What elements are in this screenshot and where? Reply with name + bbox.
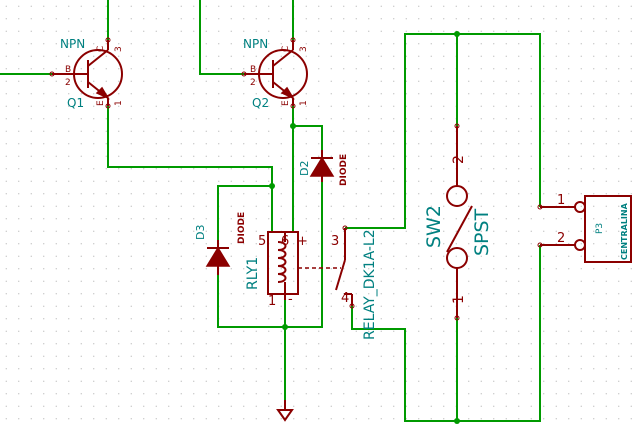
sw2-lever-icon bbox=[446, 205, 473, 253]
rly1-minus-label: - bbox=[288, 292, 293, 307]
q2-pin-e-letter: E bbox=[281, 100, 291, 106]
pin-endpoint bbox=[454, 315, 460, 321]
wire-p3-pin2[interactable] bbox=[457, 245, 541, 422]
q2-collector-lead bbox=[272, 49, 294, 67]
wire-d2-bottom[interactable] bbox=[217, 182, 323, 328]
rly1-value-label: RELAY_DK1A-L2 bbox=[362, 229, 378, 340]
q1-pin-e-letter: E bbox=[96, 100, 106, 106]
diode-d3[interactable]: D3 DIODE bbox=[194, 212, 247, 275]
pin-endpoint bbox=[454, 123, 460, 129]
relay-rly1[interactable]: 5 6 + 1 - 3 4 RLY1 RELAY_DK1A-L2 bbox=[245, 225, 378, 340]
wire-p3-pin1[interactable] bbox=[457, 33, 541, 207]
q1-pin-b-number: 2 bbox=[65, 78, 71, 88]
rly1-plus-label: + bbox=[297, 234, 308, 249]
p3-pin2-socket-icon bbox=[574, 239, 586, 251]
rly1-pin1-label: 1 bbox=[268, 294, 276, 309]
wire-d3-top[interactable] bbox=[217, 185, 273, 240]
rly1-pin6-label: 6 bbox=[281, 234, 289, 249]
wire-relay-pin4[interactable] bbox=[351, 306, 457, 422]
pin-endpoint bbox=[241, 71, 247, 77]
sw2-pin1-label: 1 bbox=[451, 295, 467, 304]
pin-endpoint bbox=[105, 103, 111, 109]
q1-pin-b-letter: B bbox=[65, 65, 71, 75]
sw2-value-label: SPST bbox=[471, 208, 493, 256]
junctions bbox=[269, 31, 460, 424]
rly1-pin3-label: 3 bbox=[331, 234, 339, 249]
q2-pin-c-letter: C bbox=[281, 46, 291, 52]
q2-type-label: NPN bbox=[243, 37, 268, 51]
d3-value-label: DIODE bbox=[237, 212, 247, 244]
sw2-terminal-top bbox=[446, 185, 468, 207]
sw2-ref-label: SW2 bbox=[423, 205, 445, 248]
pin-endpoint bbox=[537, 242, 543, 248]
transistor-q1[interactable]: NPN Q1 B 2 C 3 E 1 bbox=[49, 37, 124, 110]
d3-ref-label: D3 bbox=[194, 225, 207, 240]
junction-dot bbox=[454, 31, 460, 37]
p3-pin1-label: 1 bbox=[557, 193, 565, 208]
junction-dot bbox=[282, 324, 288, 330]
wire-q2-base[interactable] bbox=[199, 0, 244, 75]
d2-ref-label: D2 bbox=[298, 161, 311, 176]
q1-pin-c-letter: C bbox=[96, 46, 106, 52]
p3-ref-label: P3 bbox=[595, 223, 605, 234]
wire-d2-top[interactable] bbox=[293, 125, 323, 150]
d2-value-label: DIODE bbox=[339, 154, 349, 186]
q1-emitter-arrow-icon bbox=[95, 86, 110, 100]
ground-symbol bbox=[276, 400, 294, 422]
pin-endpoint bbox=[342, 225, 348, 231]
junction-dot bbox=[269, 183, 275, 189]
pin-endpoint bbox=[290, 37, 296, 43]
sw2-pin2-label: 2 bbox=[451, 155, 467, 164]
rly1-coil-box bbox=[267, 231, 299, 295]
q1-pin-c-number: 3 bbox=[114, 46, 124, 52]
diode-d2[interactable]: D2 DIODE bbox=[298, 150, 349, 186]
junction-dot bbox=[290, 123, 296, 129]
pin-endpoint bbox=[537, 204, 543, 210]
rly1-pin5-label: 5 bbox=[258, 234, 266, 249]
rly1-pin4-label: 4 bbox=[341, 291, 349, 306]
q2-ref-label: Q2 bbox=[252, 96, 269, 110]
q1-collector-lead bbox=[87, 49, 109, 67]
q1-pin-e-number: 1 bbox=[114, 100, 124, 106]
wire-relay-pin3[interactable] bbox=[345, 33, 457, 229]
rly1-contact-arm bbox=[335, 259, 346, 291]
rly1-coil-icon bbox=[277, 241, 287, 283]
junction-dot bbox=[454, 418, 460, 424]
q1-ref-label: Q1 bbox=[67, 96, 84, 110]
q1-type-label: NPN bbox=[60, 37, 85, 51]
pin-endpoint bbox=[49, 71, 55, 77]
pin-endpoint bbox=[349, 303, 355, 309]
q2-pin-b-letter: B bbox=[250, 65, 256, 75]
pin-endpoint bbox=[290, 103, 296, 109]
q2-pin-b-number: 2 bbox=[250, 78, 256, 88]
p3-pin1-socket-icon bbox=[574, 201, 586, 213]
pin-endpoint bbox=[105, 37, 111, 43]
q2-emitter-arrow-icon bbox=[280, 86, 295, 100]
switch-sw2[interactable]: 2 1 SW2 SPST bbox=[423, 123, 493, 321]
connector-p3[interactable]: 1 2 P3 CENTRALINA bbox=[537, 193, 632, 263]
rly1-ref-label: RLY1 bbox=[245, 257, 261, 290]
p3-pin2-label: 2 bbox=[557, 231, 565, 246]
p3-value-label: CENTRALINA bbox=[620, 202, 629, 260]
transistor-q2[interactable]: NPN Q2 B 2 C 3 E 1 bbox=[241, 37, 309, 110]
q2-pin-c-number: 3 bbox=[299, 46, 309, 52]
p3-body bbox=[584, 195, 632, 263]
q2-pin-e-number: 1 bbox=[299, 100, 309, 106]
wire-q1-emitter[interactable] bbox=[107, 106, 273, 186]
